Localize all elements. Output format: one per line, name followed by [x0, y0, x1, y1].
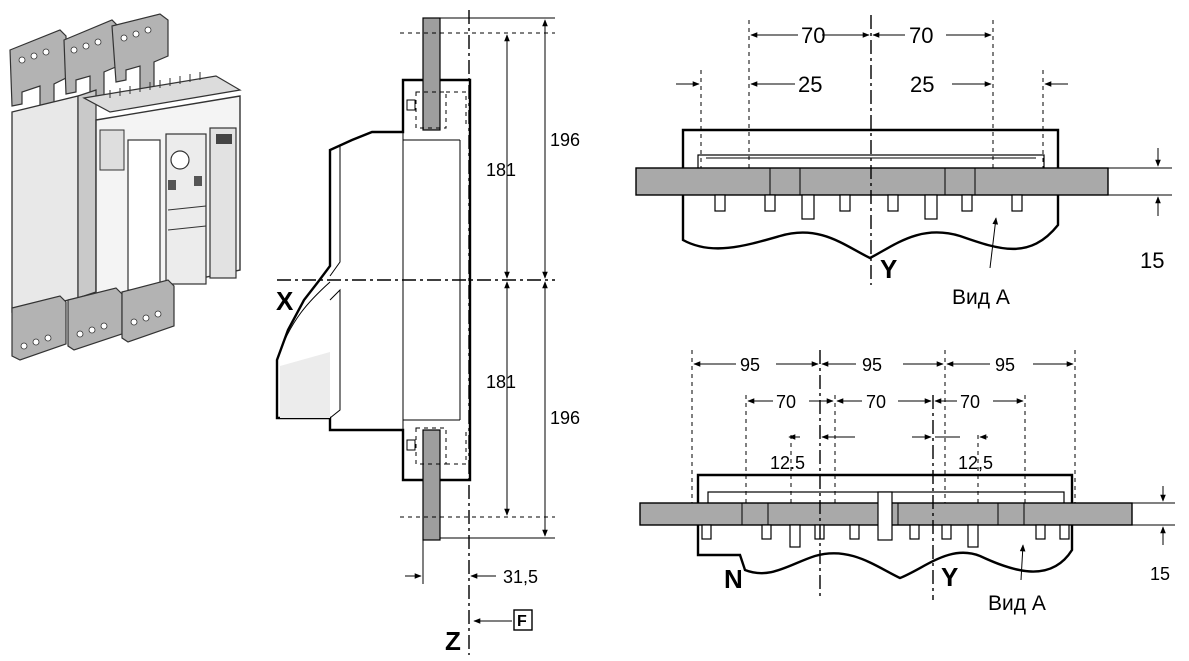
- dim-12-5-right: 12,5: [958, 453, 993, 473]
- axis-y-label-3p: Y: [880, 254, 897, 284]
- dim-95-3: 95: [995, 355, 1015, 375]
- axis-z-label: Z: [445, 626, 461, 656]
- axis-x-label: X: [276, 286, 294, 316]
- dim-12-5-left: 12.5: [770, 453, 805, 473]
- busbar-3p: [635, 167, 1109, 196]
- side-view-drawing: 181 196 181 196 31,5 F X Z: [275, 10, 580, 656]
- dim-70-right: 70: [909, 23, 933, 48]
- dim-95-2: 95: [862, 355, 882, 375]
- breaker-isometric-illustration: [9, 13, 242, 361]
- view-a-label-3p: Вид А: [952, 286, 1010, 309]
- dim-196-upper: 196: [550, 130, 580, 150]
- view-direction-label: F: [517, 613, 527, 630]
- breaker-body-left: [11, 95, 79, 313]
- top-view-3-pole: 70 70 25 25 15 Y Вид А: [635, 15, 1172, 309]
- dim-95-1: 95: [740, 355, 760, 375]
- dim-70-1: 70: [776, 392, 796, 412]
- dim-70-2: 70: [866, 392, 886, 412]
- dim-31-5: 31,5: [503, 567, 538, 587]
- dim-70-3: 70: [960, 392, 980, 412]
- axis-n-label: N: [724, 564, 743, 594]
- axis-y-label-4p: Y: [941, 562, 958, 592]
- view-direction-box: [513, 609, 533, 631]
- bottom-terminal-plates: [11, 279, 175, 361]
- dim-25-left: 25: [798, 72, 822, 97]
- dim-181-lower: 181: [486, 372, 516, 392]
- dim-181-upper: 181: [486, 160, 516, 180]
- dim-15-4p: 15: [1150, 564, 1170, 584]
- top-view-4-pole: 95 95 95 70 70 70 12.5 12,5 15 N Y Вид А: [639, 350, 1175, 615]
- dim-25-right: 25: [910, 72, 934, 97]
- top-terminal-plates: [9, 13, 169, 113]
- dim-15-3p: 15: [1140, 248, 1164, 273]
- view-a-label-4p: Вид А: [988, 592, 1046, 615]
- dim-70-left: 70: [801, 23, 825, 48]
- dim-196-lower: 196: [550, 408, 580, 428]
